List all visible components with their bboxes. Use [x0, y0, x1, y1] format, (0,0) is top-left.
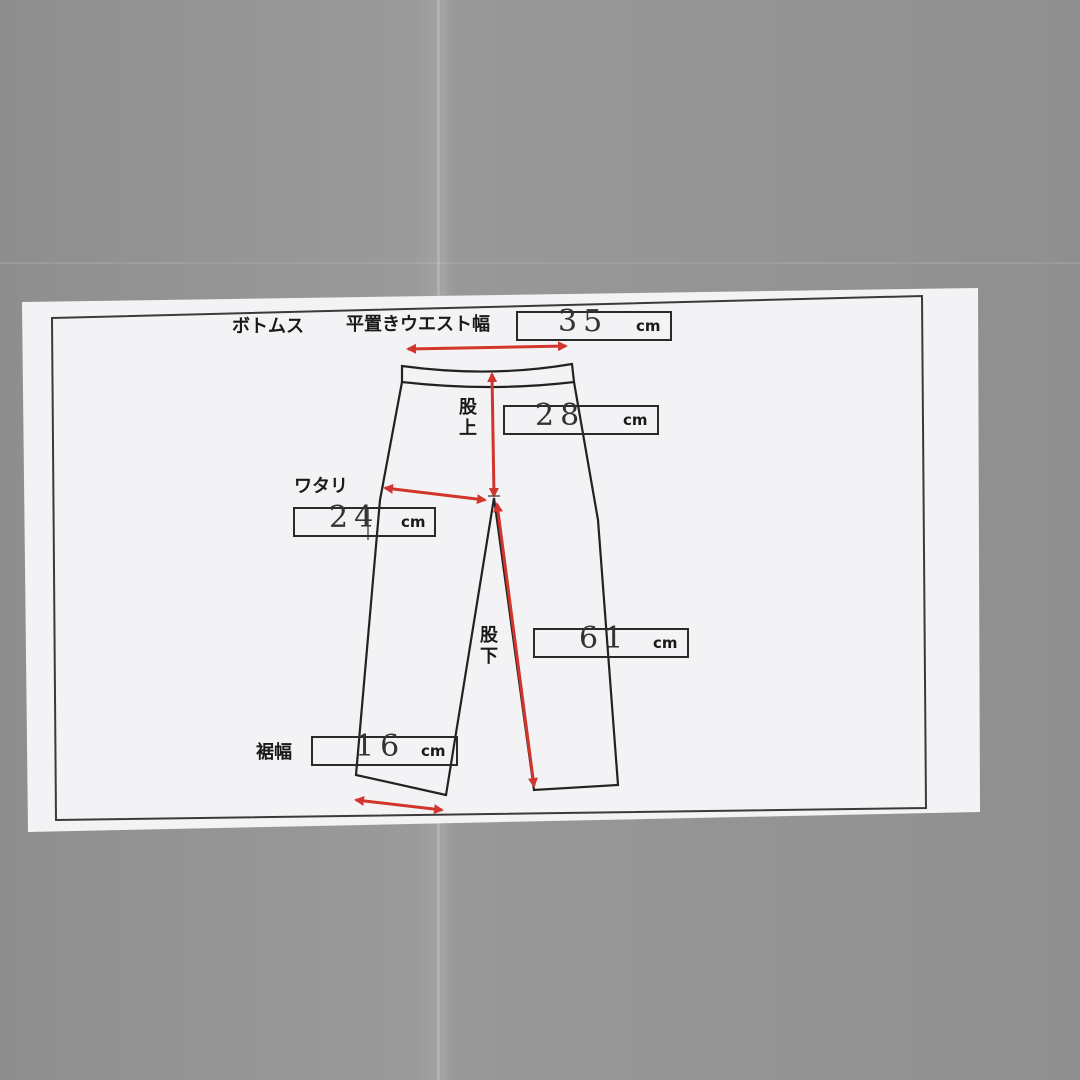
paper-sheet — [22, 288, 980, 832]
hem-field: 16 cm — [311, 732, 458, 766]
waist-arrow — [406, 341, 568, 354]
thigh-unit: cm — [401, 513, 426, 531]
hem-value: 16 — [355, 729, 406, 764]
rise-label: 股 上 — [459, 397, 477, 439]
waist-value: 35 — [558, 304, 609, 339]
inseam-value: 61 — [579, 621, 630, 656]
waist-label: 平置きウエスト幅 — [346, 314, 490, 335]
thigh-arrow — [383, 483, 487, 505]
inseam-field: 61 cm — [533, 624, 689, 658]
thigh-field: 24 cm — [293, 503, 436, 537]
fabric-seam — [0, 262, 1080, 264]
hem-label: 裾幅 — [256, 742, 292, 763]
waist-unit: cm — [636, 317, 661, 335]
rise-arrow — [487, 372, 499, 498]
thigh-label: ワタリ — [294, 476, 348, 497]
rise-field: 28 cm — [503, 401, 659, 435]
rise-unit: cm — [623, 411, 648, 429]
waist-field: 35 cm — [516, 307, 672, 341]
inseam-unit: cm — [653, 634, 678, 652]
card-frame — [50, 294, 928, 822]
hem-unit: cm — [421, 742, 446, 760]
thigh-value: 24 — [329, 500, 380, 535]
category-label: ボトムス — [232, 316, 304, 337]
rise-value: 28 — [535, 398, 586, 433]
inseam-label: 股 下 — [480, 625, 498, 667]
inseam-arrow — [493, 502, 538, 788]
hem-arrow — [354, 795, 444, 815]
